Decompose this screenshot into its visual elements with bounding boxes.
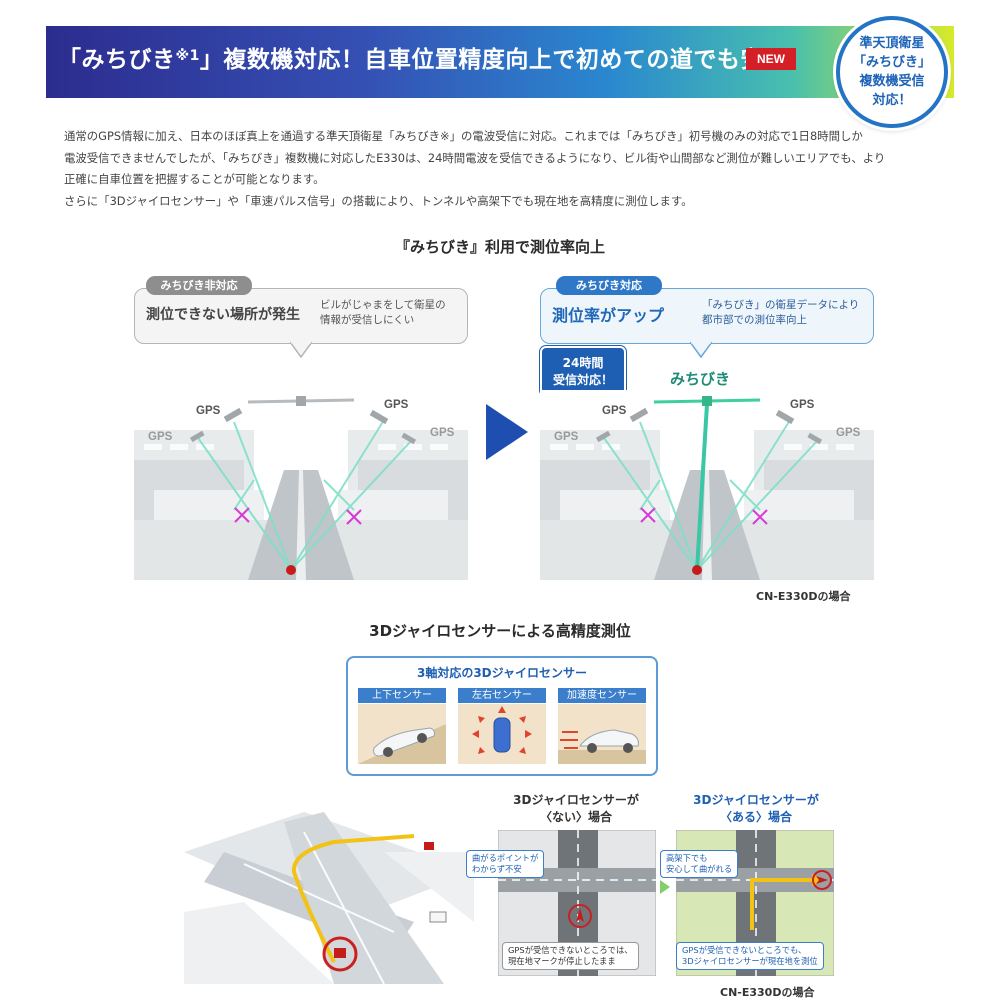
gps-label: GPS xyxy=(602,405,627,417)
note-position-stopped: GPSが受信できないところでは、 現在地マークが停止したまま xyxy=(502,942,639,970)
callout-sub-text: ビルがじゃまをして衛星の 情報が受信しにくい xyxy=(320,299,446,326)
model-note: CN-E330Dの場合 xyxy=(720,986,815,999)
callout-no-michibiki xyxy=(134,288,468,344)
description-text: 通常のGPS情報に加え、日本のほぼ真上を通過する準天頂衛星「みちびき※」の電波受… xyxy=(64,126,944,212)
car-slope-illustration xyxy=(358,704,446,764)
city-scene-michibiki: GPS GPS GPS GPS xyxy=(540,390,874,580)
michibiki-circle-badge: 準天頂衛星 「みちびき」 複数機受信 対応！ xyxy=(836,16,948,128)
description-line: 正確に自車位置を把握することが可能となります。 xyxy=(64,172,325,186)
compare-head-without: 3Dジャイロセンサーが 〈ない〉場合 xyxy=(513,793,639,824)
gps-label: GPS xyxy=(836,427,861,439)
sensor-tag-acceleration: 加速度センサー xyxy=(558,688,646,703)
description-line: 電波受信できませんでしたが、「みちびき」複数機に対応したE330は、24時間電波… xyxy=(64,150,886,165)
note-confident-turn: 高架下でも 安心して曲がれる xyxy=(660,850,739,878)
sensor-tag-vertical: 上下センサー xyxy=(358,688,446,703)
gps-label: GPS xyxy=(148,431,173,443)
sensor-tag-lateral: 左右センサー xyxy=(458,688,546,703)
gps-label: GPS xyxy=(196,405,221,417)
gps-label: GPS xyxy=(554,431,579,443)
car-accelerate-illustration xyxy=(558,704,646,764)
new-badge: NEW xyxy=(746,48,796,70)
model-note: CN-E330Dの場合 xyxy=(756,590,851,603)
tag-michibiki: みちびき対応 xyxy=(556,276,662,295)
note-uncertain-turn: 曲がるポイントが わからず不安 xyxy=(466,850,545,878)
gps-label: GPS xyxy=(430,427,455,439)
gyro-title: 3軸対応の3Dジャイロセンサー xyxy=(416,666,588,680)
intersection-illustration xyxy=(184,812,474,984)
description-line: さらに「3Dジャイロセンサー」や「車速パルス信号」の搭載により、トンネルや高架下… xyxy=(64,193,693,208)
section-heading-michibiki: 『みちびき』利用で測位率向上 xyxy=(394,238,605,256)
callout-main-text: 測位できない場所が発生 xyxy=(146,307,300,323)
gps-label: GPS xyxy=(790,399,815,411)
callout-main-text: 測位率がアップ xyxy=(552,306,665,325)
description-line: 通常のGPS情報に加え、日本のほぼ真上を通過する準天頂衛星「みちびき※」の電波受… xyxy=(64,129,863,143)
callout-tail xyxy=(690,342,712,358)
city-scene-no-michibiki: GPS GPS GPS GPS xyxy=(134,390,468,580)
michibiki-satellite-label: みちびき xyxy=(670,370,731,388)
car-turn-illustration xyxy=(458,704,546,764)
callout-tail xyxy=(290,342,312,358)
gps-label: GPS xyxy=(384,399,409,411)
header-banner xyxy=(46,26,954,98)
callout-sub-text: 「みちびき」の衛星データにより 都市部での測位率向上 xyxy=(702,299,860,326)
tag-no-michibiki: みちびき非対応 xyxy=(146,276,252,295)
arrow-right-icon xyxy=(660,880,670,894)
section-heading-gyro: 3Dジャイロセンサーによる高精度測位 xyxy=(369,622,631,640)
callout-michibiki xyxy=(540,288,874,344)
note-position-measured: GPSが受信できないところでも、 3Dジャイロセンサーが現在地を測位 xyxy=(676,942,824,970)
compare-head-with: 3Dジャイロセンサーが 〈ある〉場合 xyxy=(693,793,819,824)
banner-title: 「みちびき※1」複数機対応！自車位置精度向上で初めての道でも安心 xyxy=(58,47,788,73)
arrow-right-icon xyxy=(486,404,528,460)
24-hour-badge: 24時間 受信対応！ xyxy=(540,346,626,396)
